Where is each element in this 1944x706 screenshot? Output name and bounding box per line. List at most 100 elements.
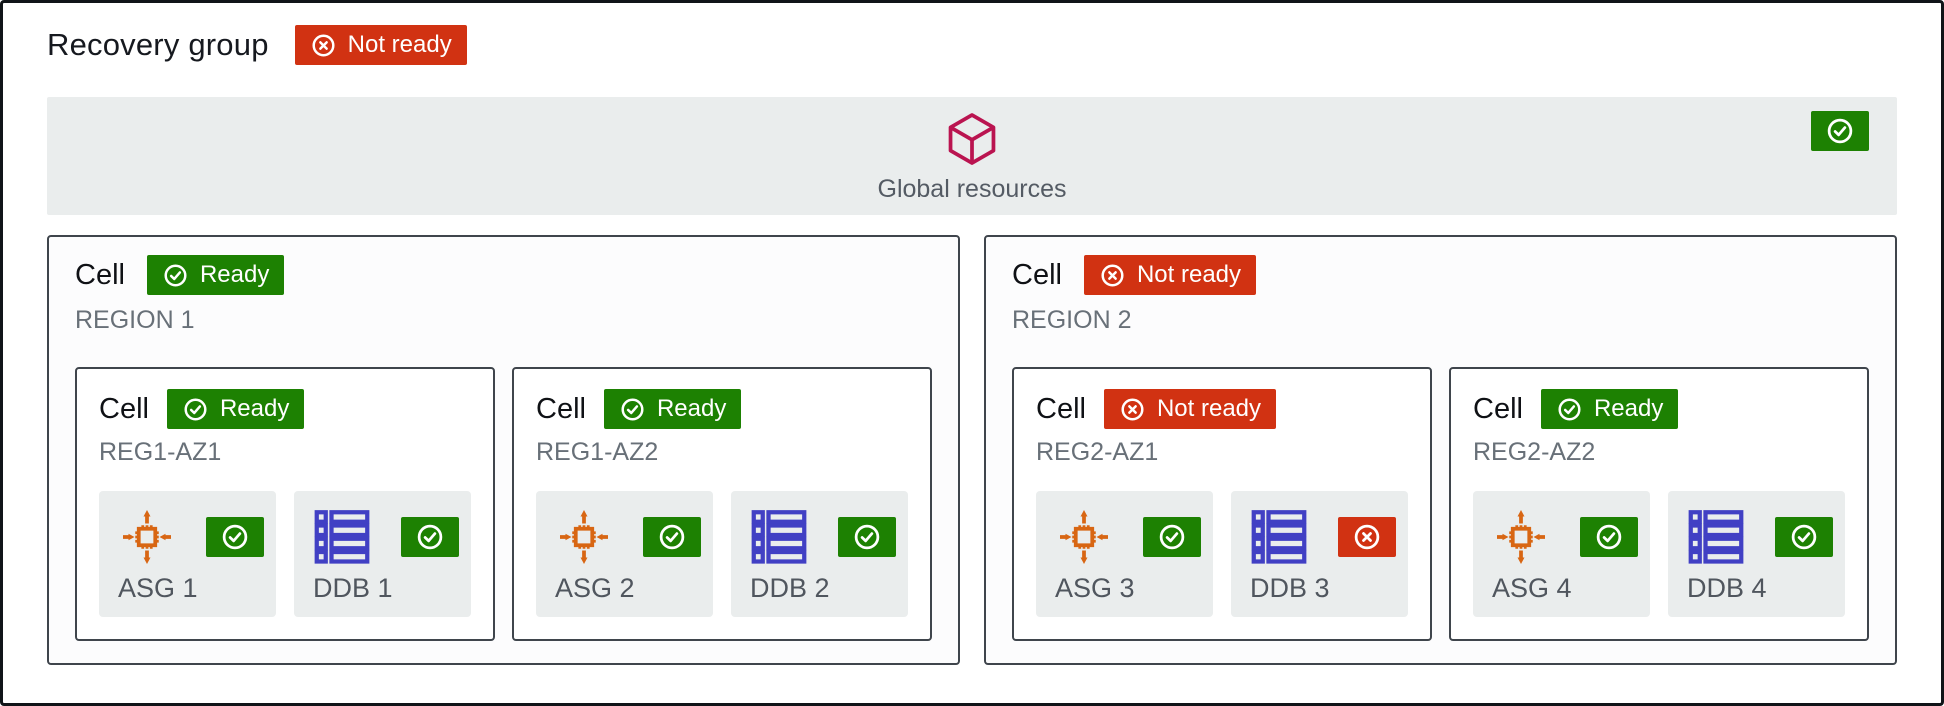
- x-circle-icon: [1121, 397, 1144, 421]
- cell-status-badge: Ready: [146, 255, 285, 295]
- resource-status-badge: [206, 517, 264, 557]
- cell-status-badge: Ready: [1540, 389, 1679, 429]
- dynamodb-icon: [312, 505, 372, 569]
- az-row: Cell Ready REG1-AZ1: [75, 367, 932, 641]
- resource-label: ASG 1: [118, 573, 198, 603]
- resource-tile-asg-4: ASG 4: [1473, 491, 1650, 617]
- check-circle-icon: [222, 524, 248, 550]
- resource-label: DDB 1: [313, 573, 393, 603]
- dynamodb-icon: [749, 505, 809, 569]
- auto-scaling-icon: [117, 505, 177, 569]
- resource-status-badge: [1775, 517, 1833, 557]
- status-badge-label: Ready: [219, 395, 290, 422]
- resource-status-badge: [838, 517, 896, 557]
- cell-title: Cell: [536, 392, 586, 425]
- resource-tile-ddb-1: DDB 1: [294, 491, 471, 617]
- tile-top: [536, 491, 713, 569]
- check-circle-icon: [1558, 397, 1581, 421]
- cell-header: Cell Ready: [536, 389, 908, 429]
- check-circle-icon: [184, 397, 207, 421]
- cell-reg1-az1: Cell Ready REG1-AZ1: [75, 367, 495, 641]
- auto-scaling-icon: [1491, 505, 1551, 569]
- resource-tiles: ASG 4: [1473, 491, 1845, 617]
- global-resources-band: Global resources: [47, 97, 1897, 215]
- x-circle-icon: [312, 33, 335, 57]
- az-name: REG1-AZ1: [99, 438, 222, 466]
- cell-region-1: Cell Ready REGION 1 Cell Ready: [47, 235, 960, 665]
- global-resources-label: Global resources: [877, 175, 1067, 203]
- check-circle-icon: [659, 524, 685, 550]
- tile-top: [294, 491, 471, 569]
- cell-reg2-az1: Cell Not ready REG2-AZ1: [1012, 367, 1432, 641]
- auto-scaling-icon: [554, 505, 614, 569]
- resource-label: DDB 3: [1250, 573, 1330, 603]
- resource-status-badge: [401, 517, 459, 557]
- cell-header: Cell Ready: [1473, 389, 1845, 429]
- resource-tiles: ASG 1: [99, 491, 471, 617]
- check-circle-icon: [854, 524, 880, 550]
- check-circle-icon: [1596, 524, 1622, 550]
- az-name: REG2-AZ2: [1473, 438, 1596, 466]
- cell-status-badge: Not ready: [1083, 255, 1257, 295]
- tile-top: [1036, 491, 1213, 569]
- cell-status-badge: Ready: [166, 389, 305, 429]
- dynamodb-icon: [1249, 505, 1309, 569]
- check-circle-icon: [417, 524, 443, 550]
- resource-label: ASG 2: [555, 573, 635, 603]
- cell-title: Cell: [75, 258, 125, 291]
- resource-tiles: ASG 2: [536, 491, 908, 617]
- tile-top: [1668, 491, 1845, 569]
- resource-status-badge: [643, 517, 701, 557]
- resource-tiles: ASG 3: [1036, 491, 1408, 617]
- resource-tile-ddb-2: DDB 2: [731, 491, 908, 617]
- cell-title: Cell: [1012, 258, 1062, 291]
- resource-tile-ddb-3: DDB 3: [1231, 491, 1408, 617]
- cell-header: Cell Ready: [99, 389, 471, 429]
- cell-header: Cell Not ready: [1012, 255, 1869, 295]
- check-circle-icon: [621, 397, 644, 421]
- regions-row: Cell Ready REGION 1 Cell Ready: [47, 235, 1897, 665]
- cell-status-badge: Not ready: [1103, 389, 1277, 429]
- cell-header: Cell Ready: [75, 255, 932, 295]
- dynamodb-icon: [1686, 505, 1746, 569]
- status-badge-label: Ready: [199, 261, 270, 288]
- status-badge-label: Not ready: [1156, 395, 1262, 422]
- resource-label: DDB 4: [1687, 573, 1767, 603]
- global-resources-cube-icon: [948, 113, 996, 165]
- resource-tile-ddb-4: DDB 4: [1668, 491, 1845, 617]
- resource-tile-asg-2: ASG 2: [536, 491, 713, 617]
- resource-tile-asg-1: ASG 1: [99, 491, 276, 617]
- resource-label: ASG 3: [1055, 573, 1135, 603]
- cell-header: Cell Not ready: [1036, 389, 1408, 429]
- tile-top: [99, 491, 276, 569]
- az-row: Cell Not ready REG2-AZ1: [1012, 367, 1869, 641]
- check-circle-icon: [1827, 118, 1853, 144]
- tile-top: [1231, 491, 1408, 569]
- auto-scaling-icon: [1054, 505, 1114, 569]
- tile-top: [731, 491, 908, 569]
- region-name: REGION 2: [1012, 306, 1132, 334]
- panel-header: Recovery group Not ready: [47, 23, 1897, 67]
- check-circle-icon: [164, 263, 187, 287]
- resource-tile-asg-3: ASG 3: [1036, 491, 1213, 617]
- recovery-group-status-badge: Not ready: [294, 25, 467, 65]
- check-circle-icon: [1159, 524, 1185, 550]
- status-badge-label: Ready: [1593, 395, 1664, 422]
- page-title: Recovery group: [47, 27, 269, 62]
- check-circle-icon: [1791, 524, 1817, 550]
- status-badge-label: Not ready: [347, 31, 452, 58]
- resource-status-badge: [1143, 517, 1201, 557]
- status-badge-label: Not ready: [1136, 261, 1242, 288]
- cell-reg2-az2: Cell Ready REG2-AZ2: [1449, 367, 1869, 641]
- resource-status-badge: [1338, 517, 1396, 557]
- global-resources-status-badge: [1811, 111, 1869, 151]
- cell-title: Cell: [1473, 392, 1523, 425]
- x-circle-icon: [1354, 524, 1380, 550]
- tile-top: [1473, 491, 1650, 569]
- status-badge-label: Ready: [656, 395, 727, 422]
- x-circle-icon: [1101, 263, 1124, 287]
- resource-status-badge: [1580, 517, 1638, 557]
- resource-label: ASG 4: [1492, 573, 1572, 603]
- az-name: REG1-AZ2: [536, 438, 659, 466]
